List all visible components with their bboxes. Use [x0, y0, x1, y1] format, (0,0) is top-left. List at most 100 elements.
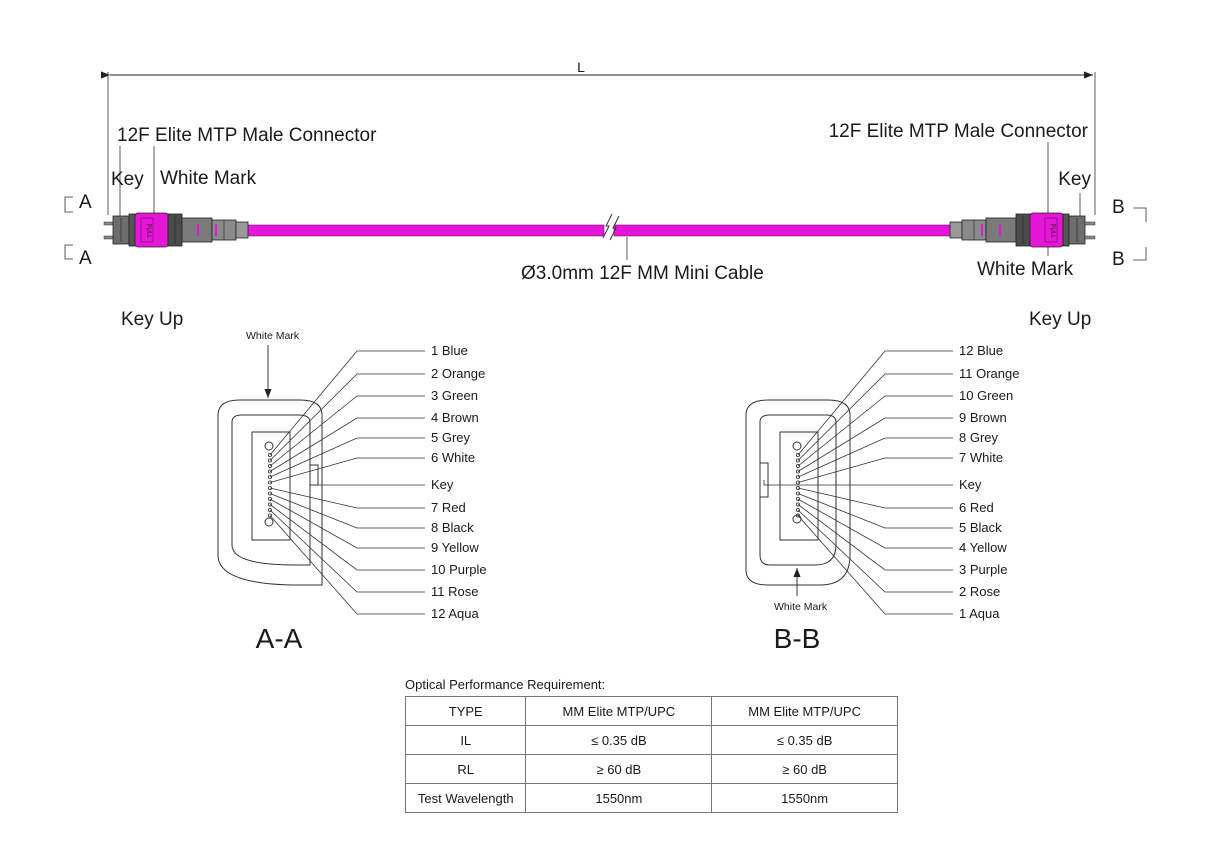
fiber-leader-line	[797, 498, 953, 549]
fiber-label: 4 Yellow	[959, 540, 1007, 555]
table-cell: RL	[404, 754, 527, 784]
fiber-position	[267, 491, 272, 496]
section-b-key-up: Key Up	[1029, 309, 1091, 330]
fiber-leader-line	[797, 493, 953, 529]
fiber-label: 12 Aqua	[431, 606, 479, 621]
fiber-label: 12 Blue	[959, 343, 1003, 358]
fiber-position	[267, 502, 272, 507]
fiber-label: 5 Black	[959, 520, 1002, 535]
fiber-leader-line	[317, 475, 425, 486]
fiber-leader-line	[797, 373, 953, 461]
fiber-label: 1 Aqua	[959, 606, 1000, 621]
svg-text:PULL: PULL	[145, 223, 151, 239]
length-dimension: L	[101, 59, 1096, 215]
fiber-label: 7 Red	[431, 500, 466, 515]
fiber-label: 10 Purple	[431, 562, 487, 577]
section-a-key-label: Key	[431, 477, 454, 492]
performance-caption: Optical Performance Requirement:	[405, 677, 606, 692]
fiber-label: 6 Red	[959, 500, 994, 515]
left-white-mark-label: White Mark	[160, 168, 257, 189]
fiber-leader-line	[763, 480, 953, 486]
svg-text:B: B	[1112, 249, 1125, 270]
section-a-fiber-leaders	[267, 350, 425, 615]
section-a-white-mark-label: White Mark	[246, 330, 300, 342]
fiber-leader-line	[797, 437, 953, 478]
table-cell: IL	[404, 725, 527, 755]
fiber-position	[796, 458, 801, 463]
fiber-position	[267, 463, 272, 468]
table-cell: MM Elite MTP/UPC	[711, 696, 898, 726]
right-connector: PULL	[949, 212, 1096, 248]
section-b-white-mark-label: White Mark	[774, 601, 828, 613]
fiber-label: 9 Yellow	[431, 540, 479, 555]
fiber-label: 9 Brown	[959, 410, 1007, 425]
svg-text:A: A	[79, 248, 92, 269]
fiber-leader-line	[269, 373, 425, 461]
right-connector-label: 12F Elite MTP Male Connector	[829, 121, 1089, 142]
right-white-mark-label: White Mark	[977, 259, 1074, 280]
cable-body	[245, 213, 955, 260]
fiber-position	[796, 502, 801, 507]
fiber-position	[796, 491, 801, 496]
fiber-label: 2 Rose	[959, 584, 1000, 599]
fiber-leader-line	[797, 395, 953, 467]
fiber-leader-line	[269, 504, 425, 571]
fiber-label: 5 Grey	[431, 430, 471, 445]
table-cell: 1550nm	[525, 783, 713, 813]
fiber-position	[267, 458, 272, 463]
cable-label: Ø3.0mm 12F MM Mini Cable	[521, 263, 764, 284]
section-b-title: B-B	[774, 623, 821, 654]
fiber-leader-line	[269, 487, 425, 509]
fiber-position	[796, 480, 801, 485]
fiber-leader-line	[797, 487, 953, 509]
length-label: L	[577, 59, 585, 75]
fiber-leader-line	[269, 509, 425, 593]
left-connector: PULL	[103, 212, 249, 248]
svg-text:B: B	[1112, 197, 1125, 218]
fiber-leader-line	[797, 457, 953, 483]
fiber-leader-line	[797, 504, 953, 571]
fiber-leader-line	[269, 437, 425, 478]
fiber-position	[796, 513, 801, 518]
fiber-label: 1 Blue	[431, 343, 468, 358]
fiber-leader-line	[269, 350, 425, 456]
section-marker-a: A A	[64, 192, 92, 269]
fiber-position	[267, 474, 272, 479]
fiber-leader-line	[269, 493, 425, 529]
fiber-position	[267, 513, 272, 518]
fiber-leader-line	[797, 509, 953, 593]
section-b-key-label: Key	[959, 477, 982, 492]
fiber-label: 6 White	[431, 450, 475, 465]
table-cell: MM Elite MTP/UPC	[525, 696, 713, 726]
right-key-label: Key	[1058, 169, 1091, 190]
svg-text:PULL: PULL	[1049, 223, 1055, 239]
fiber-label: 4 Brown	[431, 410, 479, 425]
fiber-position	[267, 507, 272, 512]
section-b-ferrule	[745, 399, 851, 586]
fiber-leader-line	[797, 350, 953, 456]
fiber-label: 8 Black	[431, 520, 474, 535]
table-row: RL≥ 60 dB≥ 60 dB	[404, 754, 898, 784]
fiber-leader-line	[269, 457, 425, 483]
fiber-leader-line	[797, 515, 953, 615]
fiber-leader-line	[269, 417, 425, 472]
table-cell: Test Wavelength	[404, 783, 527, 813]
fiber-position	[796, 496, 801, 501]
fiber-label: 3 Green	[431, 388, 478, 403]
section-a-key-up: Key Up	[121, 309, 183, 330]
table-cell: ≤ 0.35 dB	[711, 725, 898, 755]
fiber-position	[796, 463, 801, 468]
fiber-position	[267, 496, 272, 501]
fiber-position	[796, 507, 801, 512]
fiber-position	[796, 469, 801, 474]
table-cell: 1550nm	[711, 783, 898, 813]
left-key-label: Key	[111, 169, 144, 190]
fiber-position	[796, 474, 801, 479]
fiber-label: 10 Green	[959, 388, 1013, 403]
section-b-fiber-leaders	[763, 350, 953, 615]
left-connector-label: 12F Elite MTP Male Connector	[117, 125, 377, 146]
